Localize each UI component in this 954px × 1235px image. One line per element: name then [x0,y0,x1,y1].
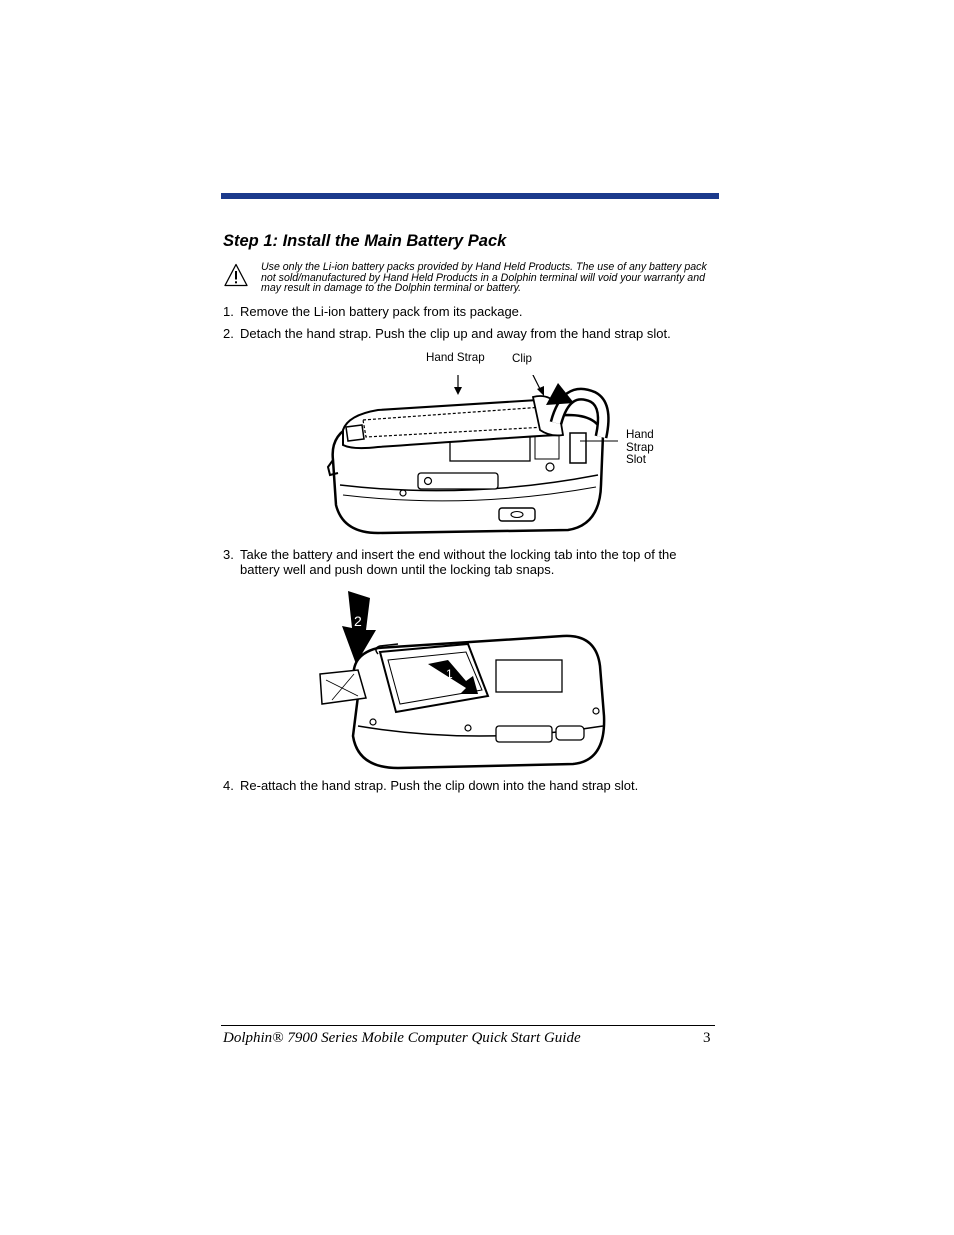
step-3: 3. Take the battery and insert the end w… [223,547,718,577]
battery-insertion-illustration: 1 2 [319,591,606,770]
label-clip: Clip [512,352,532,365]
caution-text: Use only the Li-ion battery packs provid… [261,261,707,294]
header-accent-bar [221,193,719,199]
step-number: 1. [223,304,234,319]
step-number: 2. [223,326,234,341]
step-number: 4. [223,778,234,793]
arrow-number-1: 1 [446,667,453,681]
page-number: 3 [703,1030,711,1046]
step-text: Detach the hand strap. Push the clip up … [240,326,671,341]
step-4: 4. Re-attach the hand strap. Push the cl… [223,778,718,793]
hand-strap-removal-illustration [326,375,618,535]
step-text: Remove the Li-ion battery pack from its … [240,304,523,319]
step-2: 2. Detach the hand strap. Push the clip … [223,326,718,341]
step-1: 1. Remove the Li-ion battery pack from i… [223,304,718,319]
arrow-number-2: 2 [354,613,362,629]
step-heading: Step 1: Install the Main Battery Pack [223,232,507,250]
label-slot-line: Strap [626,440,654,454]
step-text: Take the battery and insert the end with… [240,547,677,577]
footer-title: Dolphin® 7900 Series Mobile Computer Qui… [223,1030,581,1046]
label-hand-strap-slot: Hand Strap Slot [626,428,654,467]
label-slot-line: Slot [626,453,646,466]
step-text: Re-attach the hand strap. Push the clip … [240,778,639,793]
warning-triangle-icon [224,263,248,287]
footer-rule [221,1025,715,1026]
step-number: 3. [223,547,234,562]
label-hand-strap: Hand Strap [426,351,485,364]
label-slot-line: Hand [626,428,654,441]
